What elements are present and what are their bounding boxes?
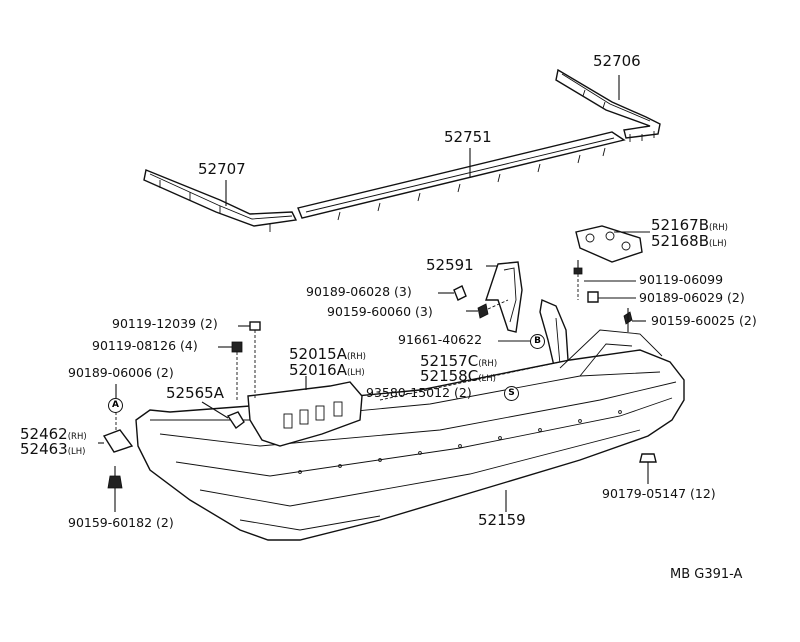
label-52591: 52591 (426, 256, 474, 274)
label-52016a: 52016A(LH) (289, 361, 365, 379)
label-52015a: 52015A(RH) (289, 345, 366, 363)
clip-90179-05147-shape (639, 453, 657, 484)
label-90189-06028: 90189-06028 (3) (306, 284, 412, 299)
label-52157c: 52157C(RH) (420, 352, 498, 370)
label-90159-60182: 90159-60182 (2) (68, 515, 174, 530)
label-90159-60060: 90159-60060 (3) (327, 304, 433, 319)
label-52168b: 52168B(LH) (651, 232, 727, 250)
label-52158c: 52158C(LH) (420, 367, 496, 385)
label-90159-60025: 90159-60025 (2) (651, 313, 757, 328)
bolt-90119-08126-shape (218, 341, 243, 400)
badge-b: B (530, 334, 545, 349)
label-90119-06099: 90119-06099 (639, 272, 724, 287)
label-52463: 52463(LH) (20, 440, 86, 458)
label-90189-06029: 90189-06029 (2) (639, 290, 745, 305)
molding-52707-shape (143, 169, 298, 232)
screw-90159-60025-shape (623, 308, 646, 332)
label-52462: 52462(RH) (20, 425, 87, 443)
diagram-reference-code: MB G391-A (670, 567, 743, 582)
molding-52751-shape (297, 131, 626, 221)
bracket-52591-shape (485, 261, 523, 333)
nut-90189-06028-shape (438, 285, 467, 301)
clip-52565a-shape (201, 401, 245, 430)
screw-90159-60060-shape (466, 299, 509, 319)
badge-a: A (108, 398, 123, 413)
label-52707: 52707 (198, 160, 246, 178)
bumper-cover-52159-shape (135, 329, 685, 541)
label-90179-05147: 90179-05147 (12) (602, 486, 716, 501)
nut-90189-06029-shape (587, 291, 636, 303)
label-52565a: 52565A (166, 384, 224, 402)
label-52706: 52706 (593, 52, 641, 70)
label-52751: 52751 (444, 128, 492, 146)
bolt-90119-12039-shape (238, 321, 261, 400)
label-90189-06006: 90189-06006 (2) (68, 365, 174, 380)
bracket-52015a-shape (247, 376, 363, 447)
label-91661-40622: 91661-40622 (398, 332, 483, 347)
label-90119-08126: 90119-08126 (4) (92, 338, 198, 353)
badge-s: S (504, 386, 519, 401)
label-90119-12039: 90119-12039 (2) (112, 316, 218, 331)
label-52167b: 52167B(RH) (651, 216, 728, 234)
label-93580-15012: 93580-15012 (2) (366, 385, 472, 400)
molding-52706-shape (555, 68, 661, 142)
bolt-90119-06099-shape (573, 260, 636, 300)
clip-52462-shape (98, 429, 134, 453)
bracket-52167b-shape (575, 225, 650, 263)
label-52159: 52159 (478, 511, 526, 529)
screw-90159-60182-shape (107, 466, 123, 512)
